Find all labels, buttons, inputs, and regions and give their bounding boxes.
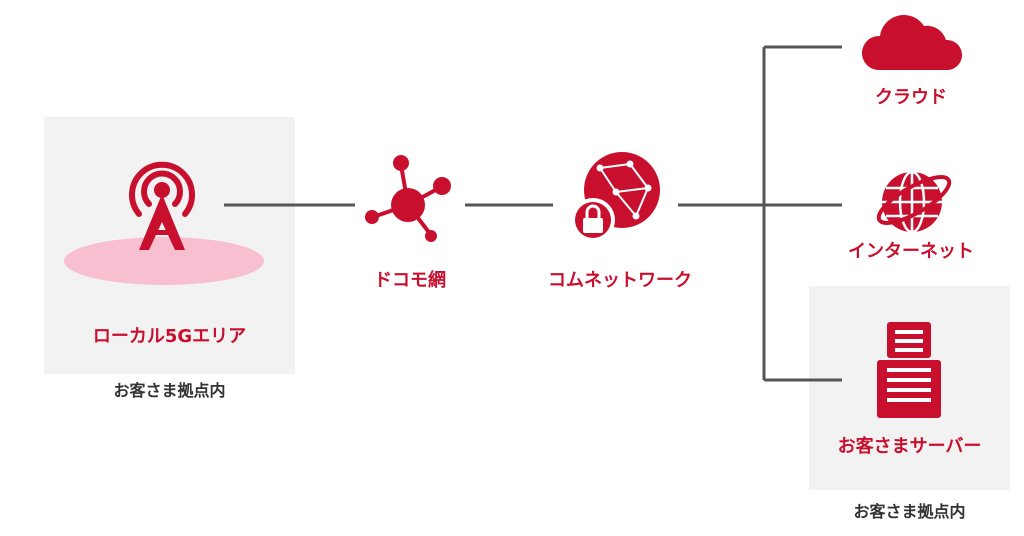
cloud-icon (861, 14, 963, 70)
server-caption: お客さま拠点内 (853, 502, 966, 521)
internet-label: インターネット (848, 241, 974, 262)
server-icon (877, 322, 941, 418)
coverage-ellipse (64, 237, 264, 285)
comnet-label: コムネットワーク (548, 270, 692, 291)
network-node-icon (365, 155, 451, 242)
server-label: お客さまサーバー (837, 436, 982, 457)
globe-icon (876, 170, 952, 234)
cloud-label: クラウド (875, 87, 947, 108)
secure-globe-icon (571, 152, 660, 242)
docomo-label: ドコモ網 (374, 270, 446, 291)
antenna-icon (129, 161, 195, 250)
local5g-caption: お客さま拠点内 (113, 381, 226, 400)
local5g-label: ローカル5Gエリア (92, 326, 247, 347)
